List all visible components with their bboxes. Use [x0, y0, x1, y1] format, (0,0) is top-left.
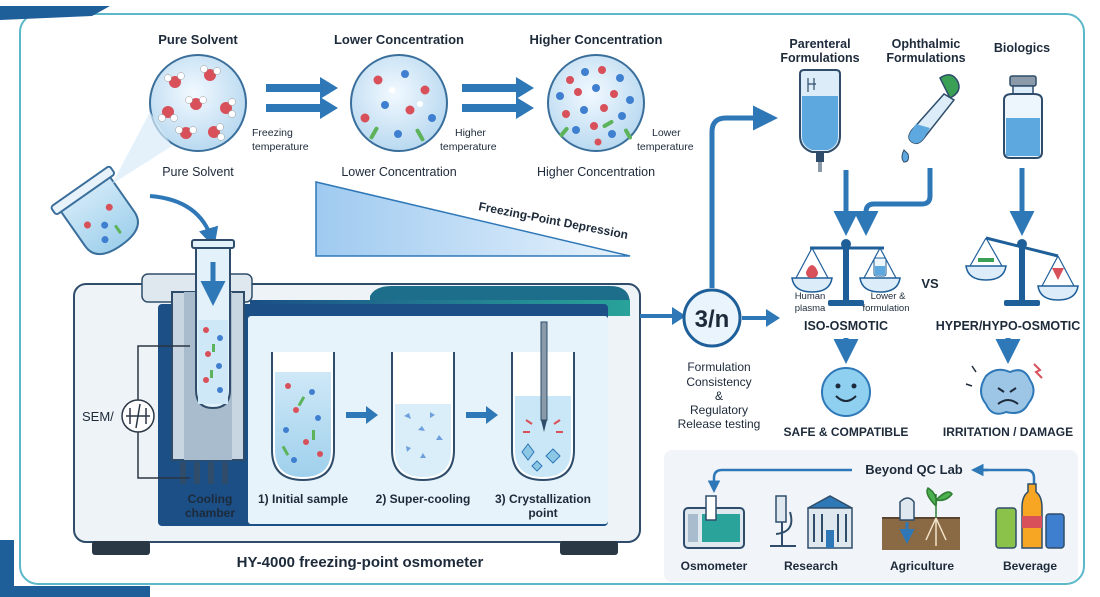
arrows-lower-to-higher — [462, 77, 534, 119]
step-arrows — [346, 406, 498, 424]
beyond-item-osmometer: Osmometer — [681, 559, 748, 573]
tube-super-cooling — [391, 352, 455, 482]
ophthalmic-label-line1: Ophthalmic — [892, 37, 961, 51]
irritation-damage-label: IRRITATION / DAMAGE — [943, 425, 1073, 439]
sem-circuit — [137, 345, 190, 479]
higher-concentration-title: Higher Concentration — [530, 32, 663, 47]
osmometer-icon — [683, 495, 745, 549]
formulation-line-5: Release testing — [678, 417, 761, 431]
agriculture-icon — [882, 486, 960, 550]
formulation-line-4: Regulatory — [690, 403, 748, 417]
formulation-pan-label-line1: Lower & — [871, 291, 907, 302]
beyond-title: Beyond QC Lab — [865, 462, 963, 477]
beyond-arrow-left — [707, 468, 852, 493]
product-arrows — [833, 168, 1035, 236]
iv-bag-icon — [799, 69, 841, 172]
cooling-chamber-label-line2: chamber — [185, 506, 235, 520]
symbol-to-parenteral-arrow — [709, 105, 778, 288]
formulation-text: Formulation Consistency & Regulatory Rel… — [678, 360, 761, 431]
parenteral-label-line2: Formulations — [780, 51, 859, 65]
arrow3-label-line1: Lower — [652, 127, 681, 139]
iso-osmotic-label: ISO-OSMOTIC — [804, 319, 888, 333]
corner-accent-top — [0, 6, 110, 20]
beverage-icon — [995, 483, 1065, 549]
cooling-chamber-label-line1: Cooling — [188, 492, 233, 506]
lower-concentration-title: Lower Concentration — [334, 32, 464, 47]
beyond-item-agriculture: Agriculture — [890, 559, 954, 573]
human-plasma-label-line1: Human — [795, 291, 826, 302]
higher-concentration-caption: Higher Concentration — [537, 165, 655, 179]
pure-solvent-circle — [149, 54, 247, 152]
instrument-name: HY-4000 freezing-point osmometer — [237, 554, 484, 571]
arrows-pure-to-lower — [266, 77, 338, 119]
arrow1-label-line2: temperature — [252, 141, 309, 153]
research-icon — [770, 495, 853, 549]
symbol-to-balance-arrow — [742, 309, 780, 327]
step1-label: 1) Initial sample — [258, 492, 348, 506]
hyper-hypo-label: HYPER/HYPO-OSMOTIC — [936, 319, 1080, 333]
arrow1-label-line1: Freezing — [252, 127, 293, 139]
lower-concentration-circle — [350, 54, 448, 152]
beyond-item-research: Research — [784, 559, 838, 573]
arrow2-label-line2: temperature — [440, 141, 497, 153]
corner-accent-bottom — [0, 540, 150, 597]
smiley-face-icon — [821, 367, 871, 417]
pure-solvent-title: Pure Solvent — [158, 32, 238, 47]
arrow2-label-line1: Higher — [455, 127, 486, 139]
water-molecules — [158, 65, 236, 141]
beyond-item-beverage: Beverage — [1003, 559, 1057, 573]
step3-label-line1: 3) Crystallization — [495, 492, 591, 506]
arrow3-label-line2: temperature — [637, 141, 694, 153]
formula-symbol-circle — [682, 288, 742, 348]
test-tube-icon — [50, 165, 139, 256]
pour-arrow — [149, 194, 219, 248]
freezing-point-depression-wedge — [315, 181, 631, 257]
sem-label: SEM/ — [82, 409, 114, 424]
vs-label: VS — [921, 276, 939, 291]
instrument-to-symbol-arrow — [640, 307, 686, 325]
vial-icon — [1003, 75, 1043, 159]
eye-dropper-icon — [901, 74, 960, 163]
formulation-line-3: & — [715, 389, 723, 403]
damaged-cell-icon — [965, 363, 1043, 415]
iso-osmotic-balance — [791, 239, 901, 306]
hyper-hypo-balance — [965, 236, 1079, 306]
higher-concentration-circle — [547, 54, 645, 152]
focus-cone — [112, 112, 172, 184]
formulation-line-2: Consistency — [686, 375, 751, 389]
biologics-label: Biologics — [994, 41, 1050, 55]
formulation-line-1: Formulation — [687, 360, 750, 374]
formula-symbol: 3/n — [695, 306, 730, 333]
formulation-pan-label-line2: formulation — [863, 303, 910, 314]
beyond-arrow-right — [975, 468, 1036, 486]
tube-initial-sample — [271, 352, 335, 482]
beyond-panel — [664, 450, 1078, 582]
safe-compatible-label: SAFE & COMPATIBLE — [784, 425, 909, 439]
ophthalmic-label-line2: Formulations — [886, 51, 965, 65]
sem-symbol-mark — [126, 403, 150, 429]
human-plasma-label-line2: plasma — [795, 303, 826, 314]
step2-label: 2) Super-cooling — [376, 492, 471, 506]
parenteral-label-line1: Parenteral — [789, 37, 850, 51]
tube-crystallization — [511, 321, 575, 482]
step3-label-line2: point — [528, 506, 557, 520]
lower-concentration-caption: Lower Concentration — [341, 165, 456, 179]
pure-solvent-caption: Pure Solvent — [162, 165, 234, 179]
